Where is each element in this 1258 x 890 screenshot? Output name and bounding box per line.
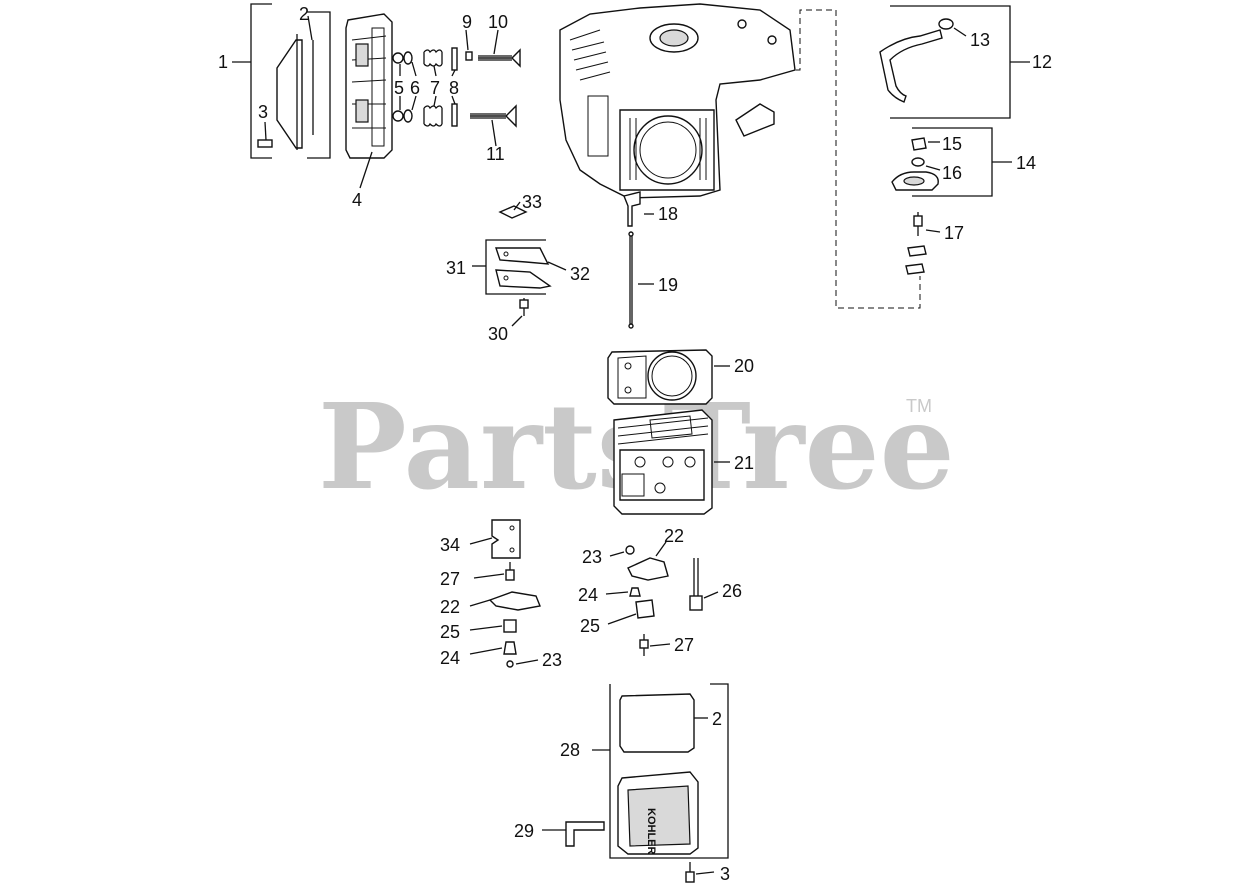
callout-2-bottom: 2 bbox=[712, 709, 722, 729]
callout-25-right: 25 bbox=[580, 616, 600, 636]
callout-28: 28 bbox=[560, 740, 580, 760]
group-breather-hose bbox=[879, 5, 1030, 119]
callout-19: 19 bbox=[658, 275, 678, 295]
callout-13: 13 bbox=[970, 30, 990, 50]
callout-24-left: 24 bbox=[440, 648, 460, 668]
callout-20: 20 bbox=[734, 356, 754, 376]
callout-30: 30 bbox=[488, 324, 508, 344]
callout-31: 31 bbox=[446, 258, 466, 278]
callout-32: 32 bbox=[570, 264, 590, 284]
callout-26: 26 bbox=[722, 581, 742, 601]
callout-3-top: 3 bbox=[258, 102, 268, 122]
callout-1: 1 bbox=[218, 52, 228, 72]
callout-29: 29 bbox=[514, 821, 534, 841]
callout-10: 10 bbox=[488, 12, 508, 32]
callout-11: 11 bbox=[486, 144, 505, 164]
callout-2-top: 2 bbox=[299, 4, 309, 24]
valve-train bbox=[392, 29, 521, 147]
callout-3-bottom: 3 bbox=[720, 864, 730, 884]
rocker-left-column bbox=[469, 519, 541, 668]
callout-22-left: 22 bbox=[440, 597, 460, 617]
cylinder-head-side bbox=[345, 13, 393, 189]
watermark-trademark: TM bbox=[906, 396, 932, 416]
callout-33: 33 bbox=[522, 192, 542, 212]
callout-5: 5 bbox=[394, 78, 404, 98]
callout-24-right: 24 bbox=[578, 585, 598, 605]
rocker-right-column bbox=[605, 541, 719, 656]
callout-6: 6 bbox=[410, 78, 420, 98]
callout-15: 15 bbox=[942, 134, 962, 154]
callout-4: 4 bbox=[352, 190, 362, 210]
callout-27-right: 27 bbox=[674, 635, 694, 655]
group-valve-cover-gasket bbox=[232, 3, 331, 159]
callout-25-left: 25 bbox=[440, 622, 460, 642]
group-breather-cover bbox=[891, 127, 1012, 197]
cover-brand-text: KOHLER bbox=[645, 808, 657, 855]
baffle-shields bbox=[472, 201, 567, 327]
dashed-connector bbox=[796, 9, 921, 309]
head-gasket bbox=[607, 349, 730, 405]
callout-16: 16 bbox=[942, 163, 962, 183]
callout-18: 18 bbox=[658, 204, 678, 224]
callout-21: 21 bbox=[734, 453, 754, 473]
callout-14: 14 bbox=[1016, 153, 1036, 173]
callout-34: 34 bbox=[440, 535, 460, 555]
callout-22-right: 22 bbox=[664, 526, 684, 546]
crankcase-block bbox=[559, 3, 796, 199]
pushrod-assembly bbox=[623, 191, 654, 329]
callout-labels: 1 2 3 4 5 6 7 8 9 10 11 12 13 14 15 16 1… bbox=[218, 4, 1052, 884]
group-valve-cover: KOHLER bbox=[542, 683, 729, 883]
cylinder-head bbox=[613, 409, 730, 515]
callout-23-left: 23 bbox=[542, 650, 562, 670]
callout-23-right: 23 bbox=[582, 547, 602, 567]
callout-17: 17 bbox=[944, 223, 964, 243]
callout-9: 9 bbox=[462, 12, 472, 32]
callout-27-left: 27 bbox=[440, 569, 460, 589]
callout-7: 7 bbox=[430, 78, 440, 98]
part-17 bbox=[905, 212, 941, 275]
callout-8: 8 bbox=[449, 78, 459, 98]
callout-12: 12 bbox=[1032, 52, 1052, 72]
